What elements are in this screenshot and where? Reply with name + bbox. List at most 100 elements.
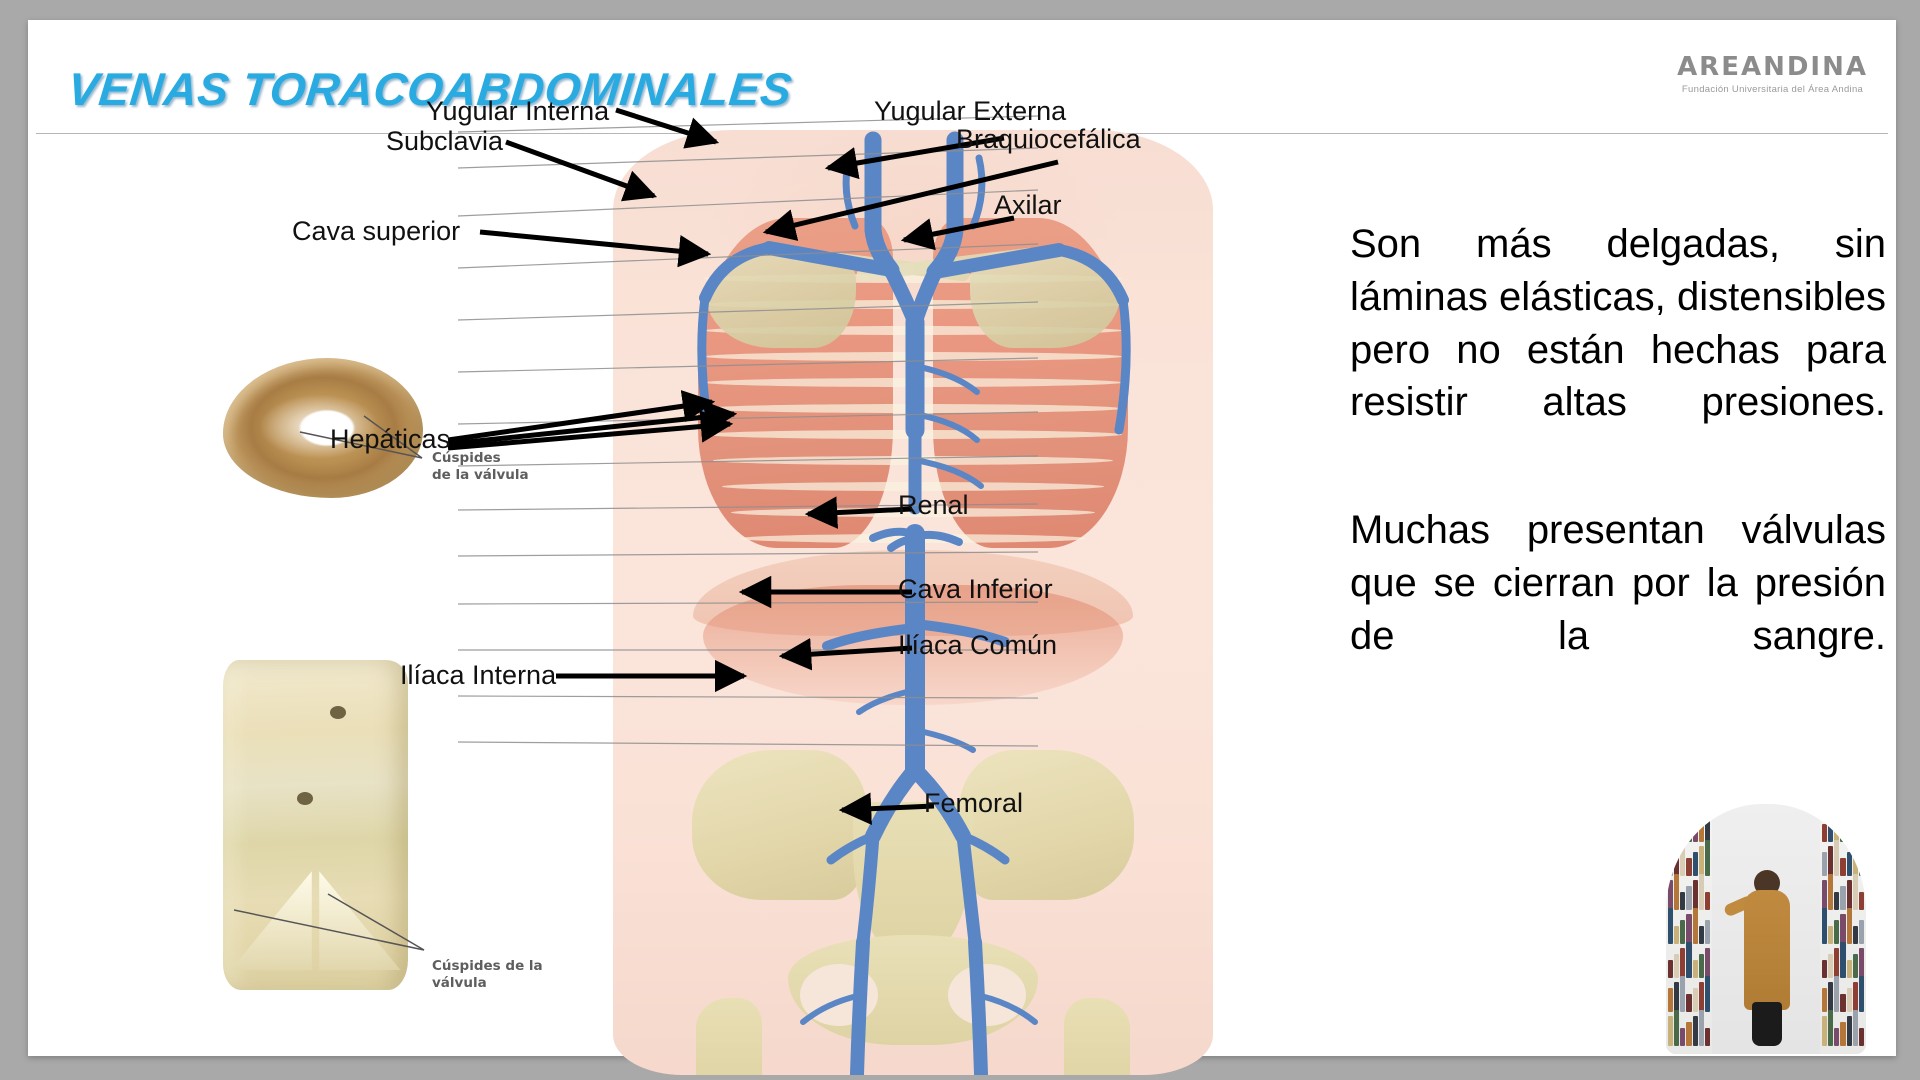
book-row (1668, 874, 1710, 910)
book (1668, 852, 1674, 876)
book-row (1668, 840, 1710, 876)
book (1834, 892, 1840, 910)
book (1822, 824, 1828, 842)
slide-canvas: VENAS TORACOABDOMINALES AREANDINA Fundac… (28, 20, 1896, 1075)
label-femoral: Femoral (924, 788, 1024, 818)
book (1704, 1028, 1710, 1046)
bookshelf-right (1820, 804, 1866, 1054)
book (1698, 954, 1704, 978)
label-hepaticas: Hepáticas (330, 424, 451, 454)
book (1834, 812, 1840, 842)
paragraph-2: Muchas presentan válvulas que se cierran… (1350, 507, 1886, 658)
book (1828, 926, 1834, 944)
book (1840, 914, 1846, 944)
book (1680, 920, 1686, 944)
valve-pore-lower (297, 792, 313, 805)
book (1704, 840, 1710, 876)
book (1674, 926, 1680, 944)
book (1680, 840, 1686, 876)
book (1834, 920, 1840, 944)
book (1840, 858, 1846, 876)
book-row (1668, 976, 1710, 1012)
book (1852, 1010, 1858, 1046)
book (1846, 908, 1852, 944)
book (1834, 948, 1840, 978)
book (1674, 846, 1680, 876)
book (1822, 908, 1828, 944)
book (1680, 1028, 1686, 1046)
book (1852, 874, 1858, 910)
book (1692, 880, 1698, 910)
logo-subtitle: Fundación Universitaria del Área Andina (1681, 84, 1864, 95)
paragraph-1: Son más delgadas, sin láminas elásticas,… (1350, 222, 1886, 425)
book (1704, 892, 1710, 910)
book (1840, 942, 1846, 978)
label-axilar: Axilar (994, 190, 1062, 220)
label-cava-superior: Cava superior (292, 216, 461, 246)
book (1686, 942, 1692, 978)
book (1704, 976, 1710, 1012)
book (1692, 852, 1698, 876)
photo-arch-frame (1666, 804, 1866, 1054)
book (1846, 852, 1852, 876)
book (1686, 1022, 1692, 1046)
book (1686, 994, 1692, 1012)
label-yugular-interna: Yugular Interna (426, 96, 610, 126)
book (1698, 982, 1704, 1012)
book-row (1822, 942, 1864, 978)
label-braquiocefalica: Braquiocefálica (956, 124, 1141, 154)
valve-long-photo (223, 660, 408, 990)
book (1668, 988, 1674, 1012)
book (1858, 1028, 1864, 1046)
book (1674, 1010, 1680, 1046)
book (1692, 908, 1698, 944)
book (1822, 1016, 1828, 1046)
book (1674, 818, 1680, 842)
book-row (1822, 840, 1864, 876)
book (1692, 824, 1698, 842)
logo-wordmark: AREANDINA (1677, 52, 1868, 82)
book (1822, 852, 1828, 876)
book (1704, 812, 1710, 842)
book (1834, 840, 1840, 876)
person-legs (1752, 1002, 1782, 1046)
book (1668, 824, 1674, 842)
book (1704, 948, 1710, 978)
book (1858, 976, 1864, 1012)
book (1846, 880, 1852, 910)
book (1840, 1022, 1846, 1046)
book (1828, 874, 1834, 910)
book-row (1668, 1010, 1710, 1046)
book (1846, 1016, 1852, 1046)
book-row (1822, 874, 1864, 910)
right-ilium (959, 750, 1134, 900)
book (1852, 954, 1858, 978)
right-femur (1064, 998, 1130, 1075)
label-subclavia: Subclavia (386, 126, 504, 156)
valve-cusp-right (319, 871, 401, 971)
body-copy: Son más delgadas, sin láminas elásticas,… (1350, 218, 1886, 715)
book (1828, 818, 1834, 842)
book (1834, 1028, 1840, 1046)
book (1668, 960, 1674, 978)
left-femur (696, 998, 762, 1075)
book (1858, 840, 1864, 876)
book-row (1822, 806, 1864, 842)
book (1680, 892, 1686, 910)
book (1846, 824, 1852, 842)
book (1846, 988, 1852, 1012)
book (1686, 806, 1692, 842)
book (1852, 846, 1858, 876)
book (1692, 988, 1698, 1012)
label-iliaca-interna: Ilíaca Interna (400, 660, 557, 690)
book (1846, 960, 1852, 978)
label-cava-inferior: Cava Inferior (898, 574, 1053, 604)
book (1674, 954, 1680, 978)
book (1858, 812, 1864, 842)
person-coat (1744, 890, 1790, 1010)
book-row (1668, 908, 1710, 944)
book (1840, 994, 1846, 1012)
book (1698, 1010, 1704, 1046)
areandina-logo: AREANDINA Fundación Universitaria del Ár… (1677, 52, 1868, 95)
